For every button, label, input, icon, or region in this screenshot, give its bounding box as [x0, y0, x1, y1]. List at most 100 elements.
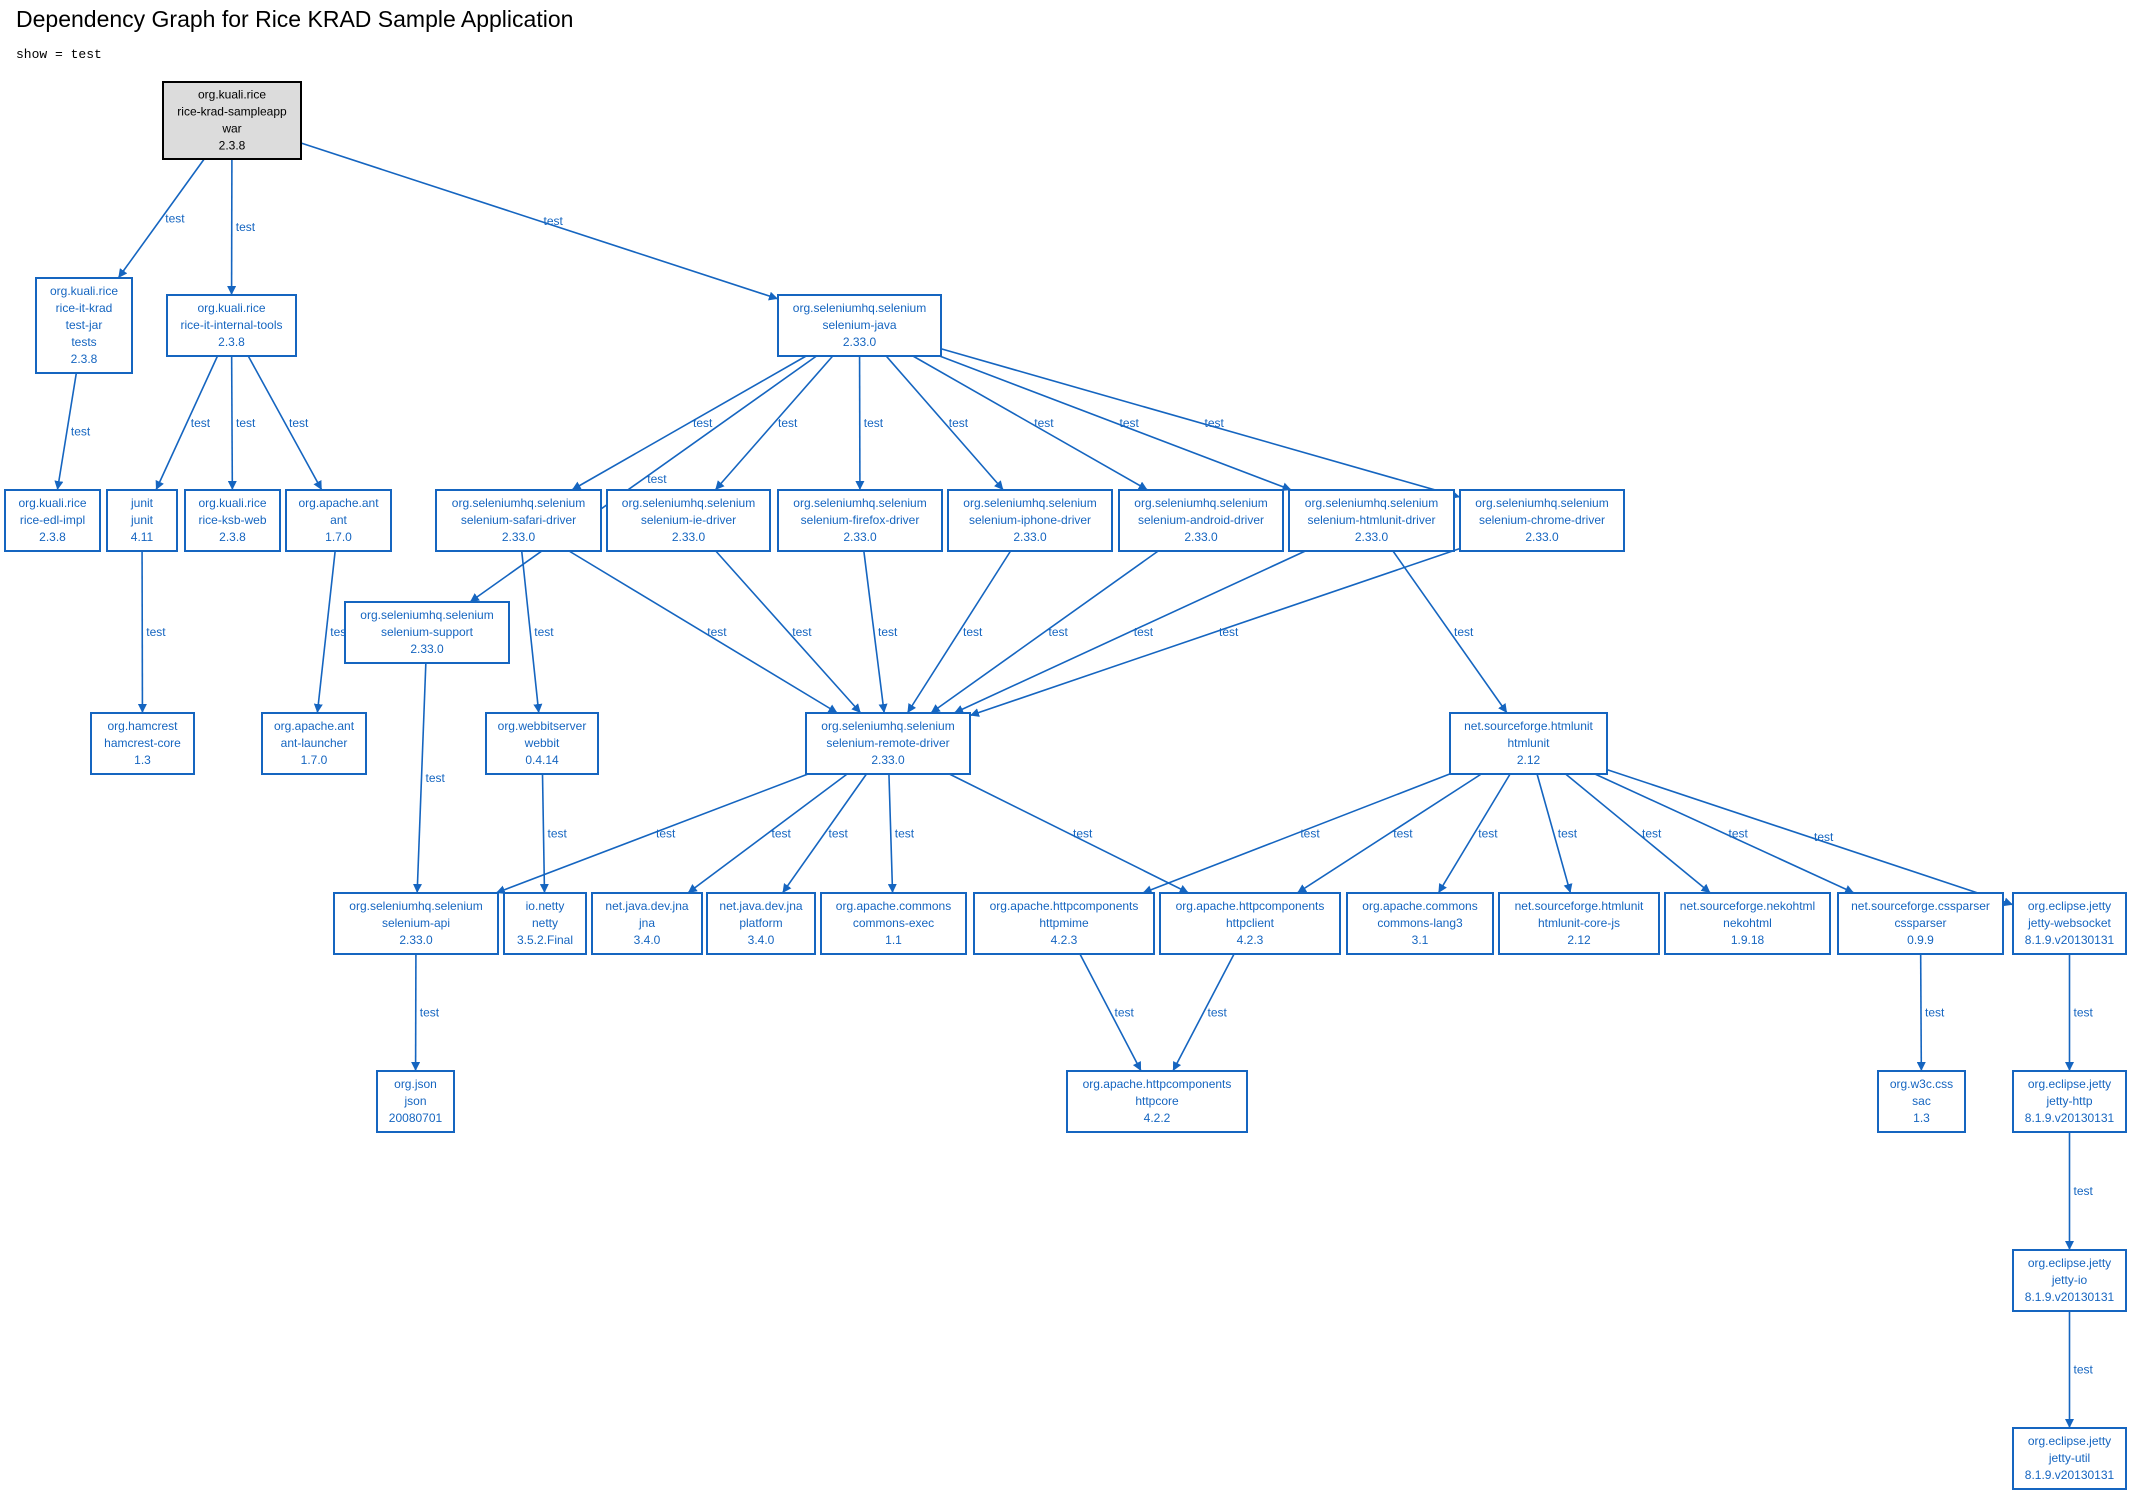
node-label-line: org.json: [394, 1077, 437, 1091]
edge-label: test: [1208, 1006, 1228, 1020]
edge-label: test: [1219, 625, 1239, 639]
edge-sel_java-to-htmlunit_drv: test: [939, 355, 1292, 492]
node-label-line: jetty-http: [2045, 1094, 2092, 1108]
edge-jetty_http-to-jetty_io: test: [2065, 1132, 2094, 1250]
node-label-line: 2.3.8: [218, 335, 245, 349]
edge-jetty_io-to-jetty_util: test: [2065, 1311, 2094, 1428]
edge-it_krad-to-edl_impl: test: [54, 372, 91, 491]
node-label-line: org.apache.commons: [1362, 899, 1477, 913]
edge-label: test: [963, 625, 983, 639]
edge-sel_java-to-chrome: test: [940, 348, 1461, 499]
node-label-line: 3.4.0: [748, 933, 775, 947]
edge-arrow: [887, 773, 897, 894]
edge-label: test: [1120, 416, 1140, 430]
edge-label: test: [1642, 827, 1662, 841]
edge-arrow: [1916, 953, 1926, 1072]
node-label-line: 1.9.18: [1731, 933, 1765, 947]
edge-label: test: [71, 425, 91, 439]
edge-label: test: [864, 416, 884, 430]
node-label-line: 4.2.2: [1144, 1111, 1171, 1125]
edge-arrow: [781, 773, 868, 894]
node-label-line: htmlunit-core-js: [1538, 916, 1620, 930]
node-label-line: junit: [130, 496, 154, 510]
node-label-line: commons-lang3: [1377, 916, 1463, 930]
node-jetty-websocket: org.eclipse.jettyjetty-websocket8.1.9.v2…: [2012, 892, 2127, 955]
edge-arrow: [469, 355, 817, 603]
edge-htmlunit-to-httpmime: test: [1142, 773, 1451, 894]
node-selenium-java: org.seleniumhq.seleniumselenium-java2.33…: [777, 294, 942, 357]
edge-htmlunit-to-httpclient: test: [1296, 773, 1482, 894]
edge-label: test: [878, 625, 898, 639]
edge-cssparser-to-sac: test: [1916, 953, 1945, 1072]
node-label-line: jetty-io: [2051, 1273, 2088, 1287]
edge-sel_support-to-sel_api: test: [412, 662, 446, 894]
edge-arrow: [1172, 953, 1235, 1072]
edge-htmlunit_drv-to-remote: test: [953, 550, 1306, 714]
edge-sel_java-to-sel_support: test: [469, 355, 817, 603]
node-label-line: org.kuali.rice: [197, 301, 265, 315]
edge-label: test: [1729, 827, 1749, 841]
edge-label: test: [949, 416, 969, 430]
node-label-line: 2.33.0: [1184, 530, 1218, 544]
edge-remote-to-platform: test: [781, 773, 868, 894]
node-label-line: commons-exec: [853, 916, 934, 930]
edge-webbit-to-netty: test: [539, 773, 568, 894]
node-label-line: 20080701: [389, 1111, 443, 1125]
edge-root-to-sel_java: test: [300, 142, 779, 301]
node-label-line: io.netty: [526, 899, 565, 913]
edge-label: test: [1034, 416, 1054, 430]
node-htmlunit-core-js: net.sourceforge.htmlunithtmlunit-core-js…: [1498, 892, 1660, 955]
edge-label: test: [426, 771, 446, 785]
node-label-line: selenium-htmlunit-driver: [1307, 513, 1435, 527]
node-label-line: 8.1.9.v20130131: [2025, 1290, 2115, 1304]
node-label-line: 2.12: [1517, 753, 1541, 767]
edge-root-to-it_krad: test: [117, 158, 205, 279]
node-label-line: json: [403, 1094, 426, 1108]
node-box: [2012, 1070, 2127, 1133]
edge-arrow: [863, 550, 888, 714]
edge-sel_java-to-firefox: test: [855, 355, 884, 491]
node-label-line: rice-edl-impl: [20, 513, 85, 527]
edge-htmlunit-to-websocket: test: [1606, 768, 2014, 907]
edge-arrow: [953, 550, 1306, 714]
edge-label: test: [236, 416, 256, 430]
node-selenium-chrome-driver: org.seleniumhq.seleniumselenium-chrome-d…: [1459, 489, 1625, 552]
edge-remote-to-jna: test: [687, 773, 848, 894]
edge-label: test: [707, 625, 727, 639]
edge-label: test: [647, 472, 667, 486]
node-label-line: webbit: [524, 736, 560, 750]
node-selenium-support: org.seleniumhq.seleniumselenium-support2…: [344, 601, 510, 664]
edge-htmlunit-to-lang3: test: [1437, 773, 1511, 894]
edge-ie-to-remote: test: [715, 550, 862, 714]
node-box: [1118, 489, 1284, 552]
edge-arrow: [1392, 550, 1508, 714]
node-box: [90, 712, 195, 775]
node-box: [805, 712, 971, 775]
edge-arrow: [969, 547, 1461, 717]
edge-it_tools-to-ksb_web: test: [227, 355, 256, 491]
edge-arrow: [715, 550, 862, 714]
edge-label: test: [656, 827, 676, 841]
node-label-line: 1.3: [134, 753, 151, 767]
node-box: [376, 1070, 455, 1133]
node-label-line: jetty-util: [2048, 1451, 2090, 1465]
edge-sel_api-to-json: test: [411, 953, 440, 1072]
node-label-line: selenium-remote-driver: [826, 736, 949, 750]
node-label-line: 2.33.0: [1525, 530, 1559, 544]
edge-sel_java-to-safari: test: [571, 355, 807, 491]
node-box: [1877, 1070, 1966, 1133]
node-label-line: 8.1.9.v20130131: [2025, 1111, 2115, 1125]
node-box: [285, 489, 392, 552]
node-box: [591, 892, 703, 955]
node-box: [166, 294, 297, 357]
edge-arrow: [313, 550, 336, 714]
